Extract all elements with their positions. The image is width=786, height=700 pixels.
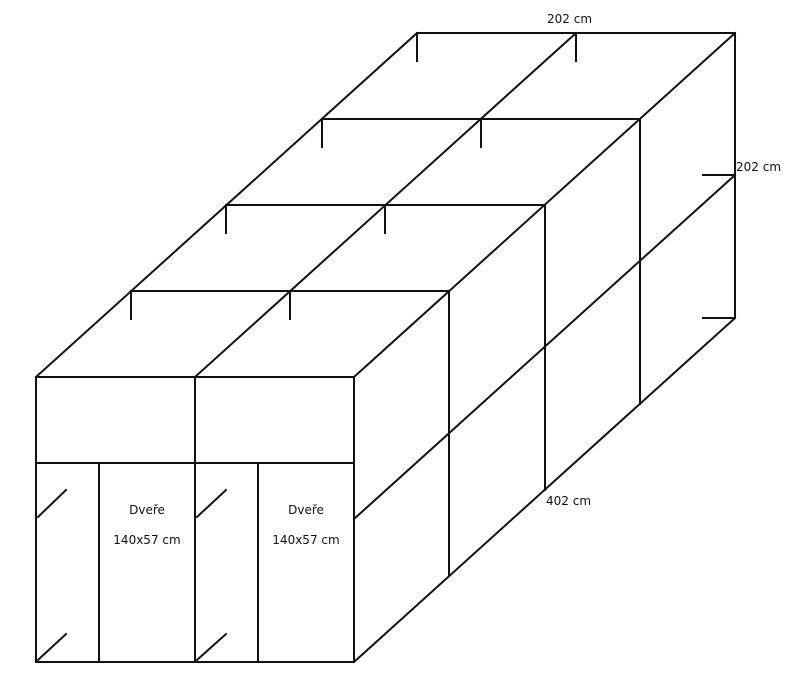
door-2-label: Dveře 140x57 cm <box>261 495 351 555</box>
glass-mark <box>195 632 228 662</box>
door-1-size: 140x57 cm <box>113 533 181 547</box>
door-1-label: Dveře 140x57 cm <box>102 495 192 555</box>
width-dimension-label: 202 cm <box>547 12 593 26</box>
door-1-title: Dveře <box>129 503 165 517</box>
section-ring-3 <box>321 118 641 405</box>
section-ring-2 <box>225 204 546 491</box>
height-dimension-label: 202 cm <box>736 160 782 174</box>
section-ring-1 <box>130 290 450 577</box>
glass-mark <box>36 488 68 519</box>
door-2-size: 140x57 cm <box>272 533 340 547</box>
door-2-title: Dveře <box>288 503 324 517</box>
glass-mark <box>36 632 68 662</box>
length-dimension-label: 402 cm <box>546 494 592 508</box>
glass-mark <box>195 488 228 519</box>
